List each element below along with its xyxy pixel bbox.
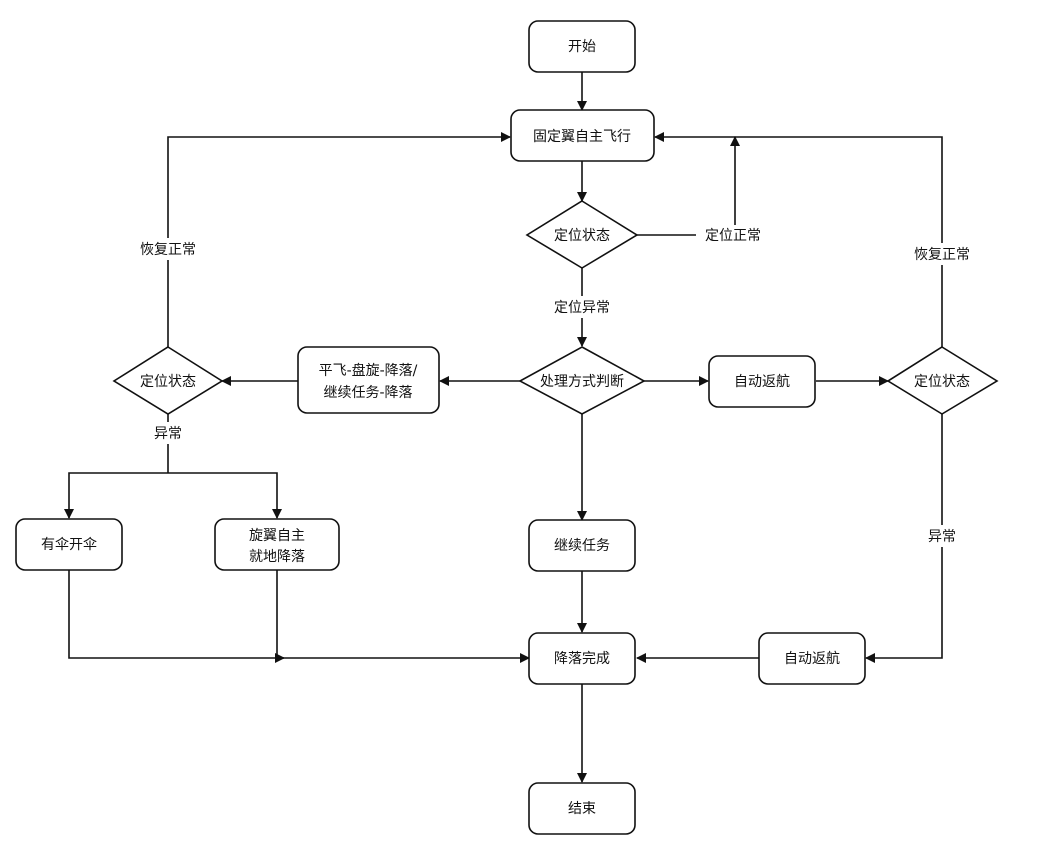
node-level-hover-land: 平飞-盘旋-降落/ 继续任务-降落: [297, 346, 440, 414]
label-abnormal-left: 异常: [154, 426, 182, 442]
edge-split-to-parachute: [64, 472, 168, 519]
node-rotor-land: 旋翼自主 就地降落: [214, 518, 340, 571]
node-rotor-land-line2: 就地降落: [249, 549, 305, 565]
node-continue-mission: 继续任务: [528, 519, 636, 572]
node-position-status-top-label: 定位状态: [554, 228, 610, 244]
node-end: 结束: [528, 782, 636, 835]
edge-parachute-to-complete: [68, 570, 285, 663]
node-landing-complete-label: 降落完成: [554, 651, 610, 667]
node-continue-mission-label: 继续任务: [554, 537, 610, 554]
node-start: 开始: [528, 20, 636, 73]
edge-labels: 定位正常 定位异常 恢复正常 恢复正常 异常 异常: [130, 225, 980, 547]
node-handling-decision-label: 处理方式判断: [540, 374, 624, 390]
node-level-hover-land-line2: 继续任务-降落: [323, 384, 412, 401]
node-auto-return-bottom: 自动返航: [758, 632, 866, 685]
label-position-abnormal: 定位异常: [554, 300, 610, 316]
node-parachute-open: 有伞开伞: [15, 518, 123, 571]
node-fixed-wing-flight: 固定翼自主飞行: [510, 109, 655, 162]
node-parachute-open-label: 有伞开伞: [41, 536, 97, 553]
edge-rotor-to-complete: [276, 570, 530, 663]
node-level-hover-land-line1: 平飞-盘旋-降落/: [319, 362, 418, 379]
edge-right-recover: [654, 132, 943, 347]
node-auto-return-mid: 自动返航: [708, 355, 816, 408]
label-recover-normal-right: 恢复正常: [914, 246, 970, 263]
edge-right-abnormal: [865, 414, 943, 663]
node-end-label: 结束: [568, 801, 596, 817]
node-position-status-right-label: 定位状态: [914, 374, 970, 390]
label-recover-normal-left: 恢复正常: [140, 241, 196, 258]
node-auto-return-bottom-label: 自动返航: [784, 651, 840, 667]
node-landing-complete: 降落完成: [528, 632, 636, 685]
edge-left-recover: [167, 132, 511, 347]
node-position-status-right: 定位状态: [886, 346, 999, 415]
label-position-normal: 定位正常: [705, 228, 761, 244]
edge-split-to-rotor: [168, 472, 282, 519]
node-auto-return-mid-label: 自动返航: [734, 374, 790, 390]
node-rotor-land-line1: 旋翼自主: [249, 528, 305, 544]
node-fixed-wing-flight-label: 固定翼自主飞行: [533, 129, 631, 145]
node-handling-decision: 处理方式判断: [518, 346, 646, 415]
node-position-status-left: 定位状态: [112, 346, 224, 415]
node-position-status-top: 定位状态: [525, 200, 639, 269]
label-abnormal-right: 异常: [928, 529, 956, 545]
node-start-label: 开始: [568, 39, 596, 55]
connectors: [64, 72, 943, 783]
node-position-status-left-label: 定位状态: [140, 374, 196, 390]
